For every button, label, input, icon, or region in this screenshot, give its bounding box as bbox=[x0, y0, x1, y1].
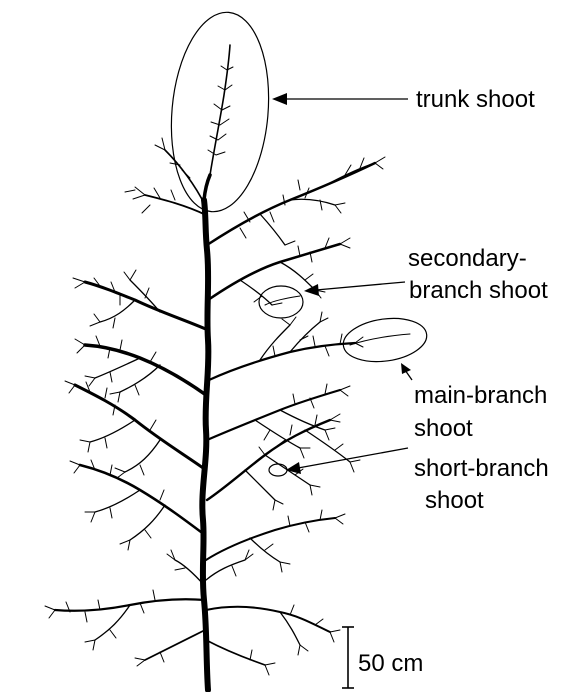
short-branch-shoot-ring bbox=[269, 464, 287, 476]
main-branch-shoot-label-line2: shoot bbox=[414, 415, 473, 442]
trunk-shoot-ring bbox=[163, 8, 276, 216]
secondary-branches bbox=[90, 163, 375, 645]
short-branch-shoot-arrowhead bbox=[286, 462, 301, 474]
trunk-shoot-arrowhead bbox=[272, 93, 287, 105]
secondary-branch-shoot-arrow bbox=[316, 282, 405, 290]
trunk-shoot-label: trunk shoot bbox=[416, 86, 535, 113]
secondary-branch-shoot-label-line2: branch shoot bbox=[409, 277, 548, 304]
main-branches bbox=[55, 150, 375, 665]
twigs bbox=[45, 66, 385, 675]
short-branch-shoot-label-line1: short-branch bbox=[414, 455, 549, 482]
scale-bar: 50 cm bbox=[342, 627, 423, 688]
secondary-branch-shoot-ring bbox=[259, 286, 303, 318]
main-branch-shoot-label-line1: main-branch bbox=[414, 382, 547, 409]
main-branch-shoot-ring bbox=[340, 313, 429, 366]
tree-trunk bbox=[202, 45, 230, 690]
short-branch-shoot-arrow bbox=[298, 448, 408, 468]
short-branch-shoot-label-line2: shoot bbox=[425, 487, 484, 514]
secondary-branch-shoot-label-line1: secondary- bbox=[408, 245, 527, 272]
shoot-labels: trunk shoot secondary- branch shoot main… bbox=[408, 86, 549, 514]
scale-bar-label: 50 cm bbox=[358, 650, 423, 677]
